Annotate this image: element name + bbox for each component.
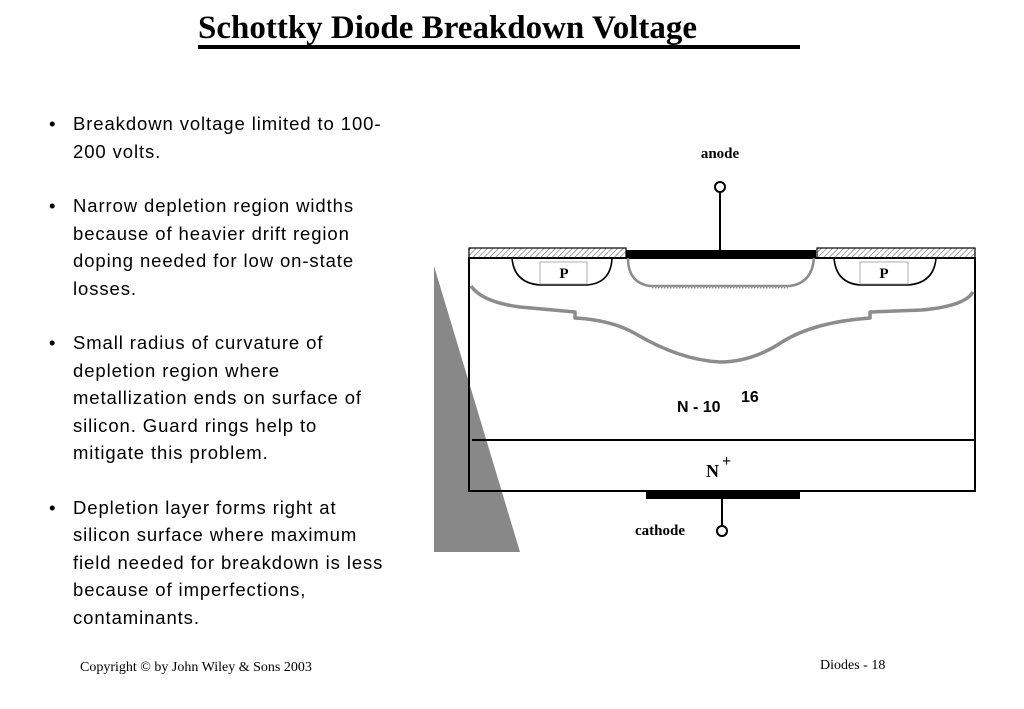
anode-label: anode — [701, 146, 740, 162]
p-guard-ring-right-region — [859, 261, 909, 285]
slide-number-footer: Diodes - 18 — [820, 658, 886, 673]
p-guard-ring-left-outline — [511, 257, 613, 286]
anode-metal-contact — [688, 254, 753, 259]
bullet-item: Narrow depletion region widths because o… — [48, 192, 393, 302]
cathode-metal — [646, 491, 800, 499]
anode-metal — [626, 250, 816, 257]
cathode-label: cathode — [635, 523, 685, 539]
drift-doping-exponent: 16 — [741, 389, 759, 406]
bullet-item: Breakdown voltage limited to 100-200 vol… — [48, 110, 393, 165]
p-guard-ring-left-label: P — [559, 266, 568, 282]
cathode-terminal-icon — [716, 525, 728, 537]
p-guard-ring-right-label: P — [879, 266, 888, 282]
copyright-footer: Copyright © by John Wiley & Sons 2003 — [80, 660, 312, 675]
bullet-item: Small radius of curvature of depletion r… — [48, 329, 393, 467]
bullet-item: Depletion layer forms right at silicon s… — [48, 494, 393, 632]
substrate-label: N — [706, 461, 719, 481]
oxide-layer-right — [816, 247, 976, 259]
gray-wedge — [434, 266, 520, 552]
substrate-superscript: + — [722, 453, 731, 470]
oxide-layer-left — [468, 247, 627, 259]
depletion-boundary — [469, 284, 975, 364]
p-guard-ring-right-outline — [833, 257, 937, 286]
page-title: Schottky Diode Breakdown Voltage — [198, 10, 698, 46]
drift-region-label: N - 10 — [677, 399, 721, 416]
anode-terminal-icon — [714, 181, 726, 193]
bullet-list: Breakdown voltage limited to 100-200 vol… — [48, 110, 393, 658]
p-guard-ring-left-region — [539, 261, 588, 285]
title-underline — [198, 45, 800, 49]
depletion-edge-surface — [626, 257, 816, 288]
